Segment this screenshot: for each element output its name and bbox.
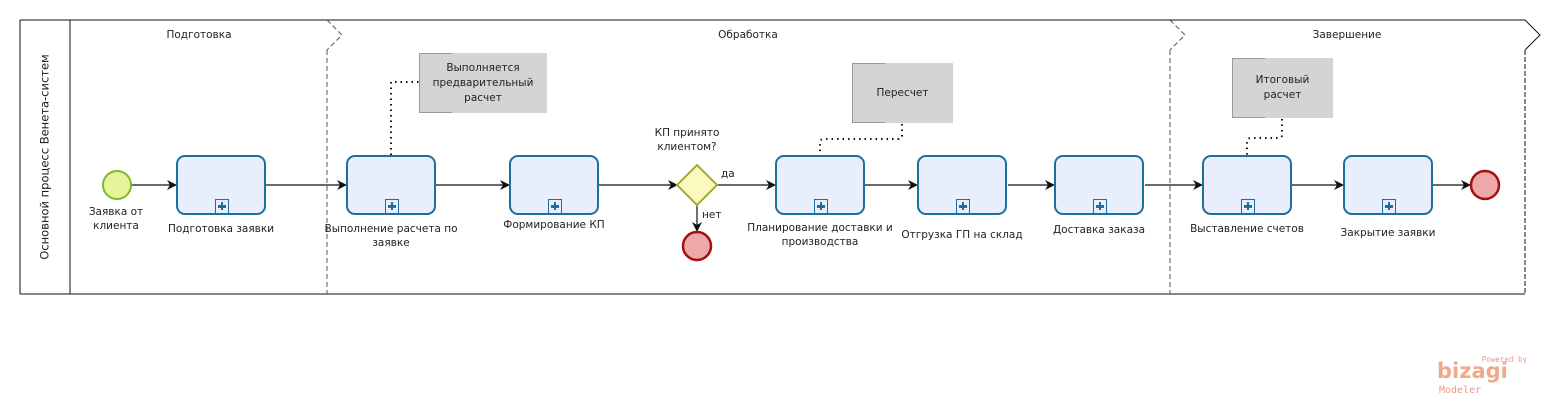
pool-header: Основной процесс Венета-систем	[20, 20, 70, 294]
annotation-preliminary-calc[interactable]: Выполняется предварительный расчет	[419, 53, 547, 113]
subprocess-plus-icon[interactable]	[814, 199, 828, 214]
start-event-label: Заявка от клиента	[88, 206, 144, 232]
phase-separator-2	[1169, 19, 1186, 294]
task-label: Подготовка заявки	[167, 223, 275, 235]
phase-label-processing: Обработка	[718, 29, 778, 41]
task-label: Отгрузка ГП на склад	[901, 229, 1023, 241]
sequence-flows	[132, 180, 1471, 232]
watermark-powered: Powered by	[1481, 355, 1527, 364]
annotation-bracket	[1232, 58, 1265, 118]
subprocess-plus-icon[interactable]	[1093, 199, 1107, 214]
exclusive-gateway[interactable]	[675, 163, 719, 207]
task-label: Закрытие заявки	[1340, 227, 1436, 239]
gateway-label: КП принято клиентом?	[654, 127, 720, 153]
watermark-brand-logo: bizagi	[1437, 359, 1508, 383]
subprocess-plus-icon[interactable]	[215, 199, 229, 214]
subprocess-plus-icon[interactable]	[1241, 199, 1255, 214]
task-label: Выставление счетов	[1190, 223, 1304, 235]
end-event-rejected[interactable]	[681, 230, 713, 262]
pool	[19, 19, 1541, 295]
subprocess-plus-icon[interactable]	[956, 199, 970, 214]
watermark-product: Modeler	[1439, 385, 1482, 396]
task-form-offer[interactable]	[509, 155, 599, 215]
task-label: Доставка заказа	[1052, 224, 1146, 236]
task-label: Формирование КП	[503, 219, 605, 231]
subprocess-plus-icon[interactable]	[548, 199, 562, 214]
association-a2	[819, 124, 903, 155]
annotation-final-calc[interactable]: Итоговый расчет	[1232, 58, 1333, 118]
pool-title: Основной процесс Венета-систем	[38, 54, 53, 260]
phase-label-completion: Завершение	[1313, 29, 1382, 41]
associations	[390, 81, 1283, 155]
subprocess-plus-icon[interactable]	[1382, 199, 1396, 214]
task-label: Выполнение расчета по заявке	[324, 223, 458, 249]
pool-top-border	[20, 19, 1541, 51]
task-calculation[interactable]	[346, 155, 436, 215]
start-event[interactable]	[102, 170, 132, 200]
subprocess-plus-icon[interactable]	[385, 199, 399, 214]
annotation-text: Итоговый расчет	[1255, 74, 1310, 101]
task-close-request[interactable]	[1343, 155, 1433, 215]
gateway-no-label: нет	[702, 209, 721, 221]
task-delivery[interactable]	[1054, 155, 1144, 215]
association-a3	[1246, 119, 1283, 155]
phase-label-prep: Подготовка	[166, 29, 231, 41]
task-shipment[interactable]	[917, 155, 1007, 215]
task-label: Планирование доставки и производства	[747, 222, 893, 248]
phase-separator-1	[326, 19, 343, 294]
annotation-text: Пересчет	[876, 86, 929, 99]
end-event-final[interactable]	[1469, 169, 1501, 201]
bizagi-watermark: Powered by bizagi Modeler	[1437, 355, 1527, 403]
annotation-bracket	[419, 53, 452, 113]
annotation-bracket	[852, 63, 885, 123]
association-a1	[390, 81, 419, 155]
task-planning[interactable]	[775, 155, 865, 215]
annotation-recalc[interactable]: Пересчет	[852, 63, 953, 123]
annotation-text: Выполняется предварительный расчет	[432, 61, 534, 104]
gateway-yes-label: да	[721, 168, 735, 180]
task-prepare-request[interactable]	[176, 155, 266, 215]
task-invoicing[interactable]	[1202, 155, 1292, 215]
